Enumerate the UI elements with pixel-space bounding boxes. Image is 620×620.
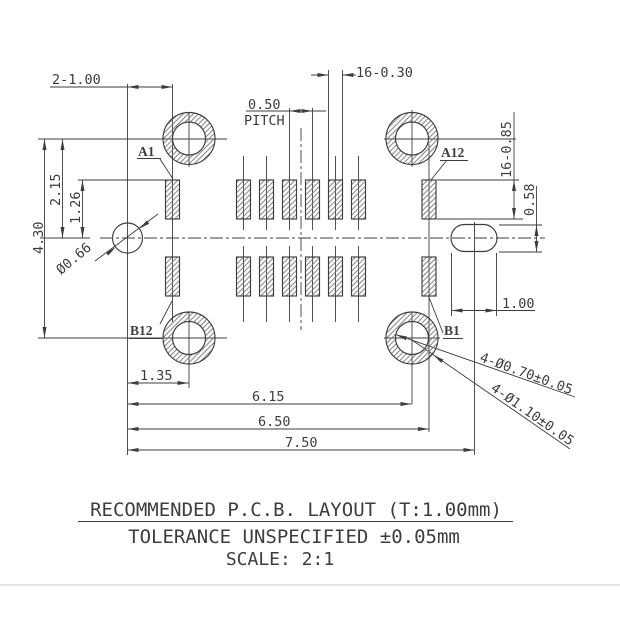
corner-mounting-hole bbox=[162, 311, 216, 365]
dim-small-hole-dia: Ø0.66 bbox=[53, 240, 94, 278]
underlines bbox=[78, 158, 513, 522]
solder-pad bbox=[281, 256, 298, 297]
dimension-arrowheads bbox=[42, 73, 539, 452]
dim-total-width: 7.50 bbox=[285, 435, 318, 451]
pin-label-a12: A12 bbox=[441, 145, 464, 160]
dim-pad-height: 16-0.85 bbox=[499, 121, 515, 178]
dim-pitch-word: PITCH bbox=[244, 113, 285, 129]
corner-mounting-hole bbox=[162, 111, 216, 166]
solder-pad bbox=[235, 179, 252, 220]
dim-hole-row-offset: 2.15 bbox=[48, 173, 64, 206]
side-slot-stadium bbox=[450, 223, 498, 253]
solder-pad bbox=[258, 256, 275, 297]
footprint-shapes bbox=[162, 111, 439, 365]
pin-label-a1: A1 bbox=[138, 144, 155, 159]
dim-pad-span: 6.50 bbox=[258, 414, 291, 430]
solder-pad bbox=[235, 256, 252, 297]
dim-slot-width: 1.00 bbox=[502, 296, 535, 312]
dim-slot-height: 0.58 bbox=[522, 183, 538, 216]
corner-mounting-hole bbox=[385, 111, 439, 166]
solder-pad bbox=[281, 179, 298, 220]
solder-pad bbox=[304, 256, 321, 297]
note-title: RECOMMENDED P.C.B. LAYOUT (T:1.00mm) bbox=[90, 499, 502, 521]
dim-hole-row-span: 4.30 bbox=[31, 221, 47, 254]
dim-pad-edge-offset: 1.26 bbox=[68, 191, 84, 224]
dim-hole-x-offset: 1.35 bbox=[140, 368, 173, 384]
datum-hole-circle bbox=[111, 222, 144, 254]
solder-pad bbox=[421, 179, 437, 220]
dim-hole-span: 6.15 bbox=[252, 389, 285, 405]
solder-pad bbox=[164, 179, 181, 220]
dim-pad-width: 16-0.30 bbox=[356, 65, 413, 81]
solder-pad bbox=[327, 256, 344, 297]
corner-mounting-hole bbox=[385, 311, 439, 365]
solder-pad bbox=[421, 256, 437, 297]
pin-label-b1: B1 bbox=[444, 323, 460, 338]
solder-pad bbox=[350, 256, 367, 297]
note-tolerance: TOLERANCE UNSPECIFIED ±0.05mm bbox=[128, 526, 460, 548]
dim-left-pad-offset: 2-1.00 bbox=[52, 72, 101, 88]
dim-pitch-value: 0.50 bbox=[248, 97, 281, 113]
note-scale: SCALE: 2:1 bbox=[226, 549, 334, 570]
solder-pad bbox=[327, 179, 344, 220]
solder-pad bbox=[304, 179, 321, 220]
solder-pad bbox=[350, 179, 367, 220]
pin-label-b12: B12 bbox=[130, 323, 153, 338]
solder-pad bbox=[258, 179, 275, 220]
centerlines bbox=[100, 128, 545, 330]
solder-pad bbox=[164, 256, 181, 297]
